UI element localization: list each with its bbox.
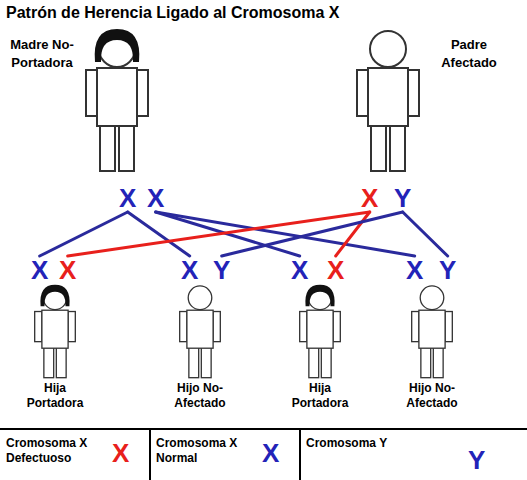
legend-entry: Cromosoma Y xyxy=(306,436,426,451)
female-figure xyxy=(32,284,78,379)
legend-divider xyxy=(299,429,301,480)
hair xyxy=(95,29,140,62)
male-figure xyxy=(353,28,423,173)
legend-text: Cromosoma Y xyxy=(306,436,426,451)
chromosome-letter: X xyxy=(360,185,379,211)
chromosome-letter: X xyxy=(58,257,77,283)
chromosome-letter: X xyxy=(405,257,424,283)
parent-label: Madre No-Portadora xyxy=(2,36,82,72)
legend-swatch: X xyxy=(262,440,279,466)
child-label: Hijo No-Afectado xyxy=(392,381,472,411)
chromosome: X xyxy=(326,257,345,283)
chromosome-letter: X xyxy=(146,185,165,211)
child-figure: Hijo No-Afectado xyxy=(392,284,472,411)
parent-figure: Madre No-Portadora xyxy=(2,28,152,173)
child-label: Hijo No-Afectado xyxy=(160,381,240,411)
child-label: Hija Portadora xyxy=(280,381,360,411)
chromosome: X xyxy=(405,257,424,283)
chromosome-letter: X xyxy=(326,257,345,283)
inheritance-line xyxy=(156,212,415,256)
chromosome: X xyxy=(118,185,137,211)
inheritance-line xyxy=(336,212,370,256)
parent-label: Padre Afectado xyxy=(429,36,509,72)
chromosome: X xyxy=(30,257,49,283)
chromosome: X xyxy=(180,257,199,283)
chromosome-letter: X xyxy=(290,257,309,283)
legend-divider xyxy=(149,429,151,480)
chromosome-letter: Y xyxy=(438,257,457,283)
female-figure xyxy=(297,284,343,379)
chromosome-letter: Y xyxy=(212,257,231,283)
hair xyxy=(40,285,69,307)
child-label: Hija Portadora xyxy=(15,381,95,411)
chromosome: X xyxy=(58,257,77,283)
chromosome: Y xyxy=(438,257,457,283)
parent-figure: Padre Afectado xyxy=(353,28,509,173)
inheritance-line xyxy=(222,212,403,256)
legend-entry: Cromosoma X Defectuoso xyxy=(6,436,90,466)
chromosome-letter: X xyxy=(180,257,199,283)
chromosome: X xyxy=(290,257,309,283)
legend-entry: Cromosoma X Normal xyxy=(156,436,240,466)
child-figure: Hija Portadora xyxy=(280,284,360,411)
inheritance-line xyxy=(403,212,448,256)
chromosome-letter: Y xyxy=(393,185,412,211)
chromosome: X xyxy=(360,185,379,211)
legend-swatch: X xyxy=(112,440,129,466)
hair xyxy=(305,285,334,307)
male-figure xyxy=(177,284,223,379)
child-figure: Hija Portadora xyxy=(15,284,95,411)
legend-symbol: X xyxy=(262,438,279,468)
legend-text: Cromosoma X Defectuoso xyxy=(6,436,90,466)
chromosome-letter: X xyxy=(118,185,137,211)
chromosome: X xyxy=(146,185,165,211)
title: Patrón de Herencia Ligado al Cromosoma X xyxy=(6,4,339,22)
legend-symbol: X xyxy=(112,438,129,468)
male-figure xyxy=(409,284,455,379)
chromosome: Y xyxy=(212,257,231,283)
legend-symbol: Y xyxy=(468,445,485,475)
chromosome-letter: X xyxy=(30,257,49,283)
legend-text: Cromosoma X Normal xyxy=(156,436,240,466)
child-figure: Hijo No-Afectado xyxy=(160,284,240,411)
inheritance-line xyxy=(68,212,370,256)
legend-rule xyxy=(0,428,527,430)
female-figure xyxy=(82,28,152,173)
legend-swatch: Y xyxy=(468,447,485,473)
chromosome: Y xyxy=(393,185,412,211)
